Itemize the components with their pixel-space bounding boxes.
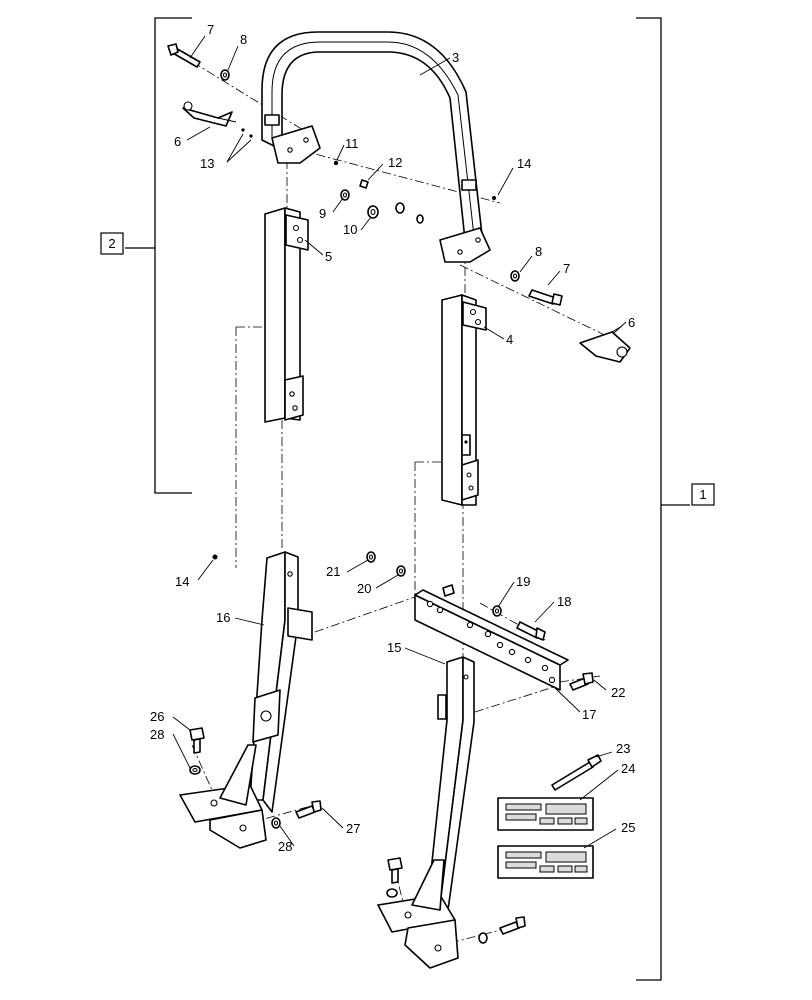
- svg-text:2: 2: [108, 236, 115, 251]
- callout-28-upper[interactable]: 28: [150, 727, 164, 742]
- lower-left-post[interactable]: [179, 551, 313, 849]
- assembly-box-2[interactable]: 2: [100, 232, 124, 255]
- callout-20[interactable]: 20: [357, 581, 371, 596]
- callout-17[interactable]: 17: [582, 707, 596, 722]
- callout-11[interactable]: 11: [345, 136, 359, 151]
- callout-25[interactable]: 25: [621, 820, 635, 835]
- nut-10[interactable]: [367, 205, 379, 219]
- callout-7-upper-right[interactable]: 7: [563, 261, 570, 276]
- bolt-22[interactable]: [569, 672, 594, 691]
- callout-10[interactable]: 10: [343, 222, 357, 237]
- decal-24[interactable]: [497, 797, 594, 831]
- washer-19[interactable]: [492, 605, 502, 617]
- callout-22[interactable]: 22: [611, 685, 625, 700]
- callout-8-upper-right[interactable]: 8: [535, 244, 542, 259]
- svg-text:1: 1: [699, 487, 706, 502]
- washer-8-upper-left[interactable]: [220, 69, 230, 81]
- mounting-plate[interactable]: [414, 589, 569, 691]
- roll-bar-hoop[interactable]: [261, 31, 491, 263]
- callout-8-upper-left[interactable]: 8: [240, 32, 247, 47]
- grease-fitting-14-upper[interactable]: [492, 196, 496, 200]
- bolt-27[interactable]: [295, 800, 322, 819]
- bolt-under-plate[interactable]: [442, 584, 455, 597]
- callout-labels: 7 8 3 6 13 11 12 14 9 10 5 8 7 6 4 14 16…: [150, 22, 635, 854]
- screw-12[interactable]: [359, 179, 369, 189]
- callout-5[interactable]: 5: [325, 249, 332, 264]
- lynch-pin-left[interactable]: [182, 101, 237, 127]
- callout-3[interactable]: 3: [452, 50, 459, 65]
- callout-9[interactable]: 9: [319, 206, 326, 221]
- callout-28-lower[interactable]: 28: [278, 839, 292, 854]
- callout-4[interactable]: 4: [506, 332, 513, 347]
- bolt-18[interactable]: [516, 621, 546, 641]
- callout-18[interactable]: 18: [557, 594, 571, 609]
- grease-fitting-14-lower[interactable]: [212, 554, 218, 560]
- upper-left-post[interactable]: [264, 207, 309, 423]
- callout-12[interactable]: 12: [388, 155, 402, 170]
- callout-19[interactable]: 19: [516, 574, 530, 589]
- callout-7-upper-left[interactable]: 7: [207, 22, 214, 37]
- bolt-7-upper-left[interactable]: [167, 43, 201, 68]
- bolt-26[interactable]: [189, 727, 205, 754]
- callout-14-lower[interactable]: 14: [175, 574, 189, 589]
- callout-6-left[interactable]: 6: [174, 134, 181, 149]
- decal-25[interactable]: [497, 845, 594, 879]
- bolt-7-upper-right[interactable]: [528, 289, 563, 306]
- callout-24[interactable]: 24: [621, 761, 635, 776]
- callout-23[interactable]: 23: [616, 741, 630, 756]
- washer-20[interactable]: [396, 565, 406, 577]
- pin-23[interactable]: [551, 754, 602, 791]
- bolt-lower-right-post-top[interactable]: [386, 857, 403, 898]
- callout-13[interactable]: 13: [200, 156, 214, 171]
- assembly-bracket-2: [154, 17, 192, 494]
- callout-14-upper[interactable]: 14: [517, 156, 531, 171]
- callout-15[interactable]: 15: [387, 640, 401, 655]
- lynch-pin-right[interactable]: [579, 325, 631, 363]
- assembly-box-1[interactable]: 1: [691, 483, 715, 506]
- pins-13[interactable]: [241, 128, 253, 138]
- grease-fitting-11[interactable]: [333, 160, 339, 166]
- callout-27[interactable]: 27: [346, 821, 360, 836]
- washer-9[interactable]: [340, 189, 350, 201]
- callout-21[interactable]: 21: [326, 564, 340, 579]
- bolt-lower-right-post-side[interactable]: [478, 916, 526, 944]
- upper-right-post[interactable]: [441, 294, 487, 506]
- nut-21[interactable]: [366, 551, 376, 563]
- callout-26[interactable]: 26: [150, 709, 164, 724]
- washer-28-upper[interactable]: [189, 765, 201, 775]
- nut-right-pair[interactable]: [395, 202, 424, 224]
- callout-6-right[interactable]: 6: [628, 315, 635, 330]
- washer-28-lower[interactable]: [271, 817, 281, 829]
- assembly-bracket-1: [636, 17, 662, 981]
- callout-16[interactable]: 16: [216, 610, 230, 625]
- leader-lines: [172, 35, 627, 849]
- lower-right-post[interactable]: [377, 656, 475, 969]
- washer-8-upper-right[interactable]: [510, 270, 520, 282]
